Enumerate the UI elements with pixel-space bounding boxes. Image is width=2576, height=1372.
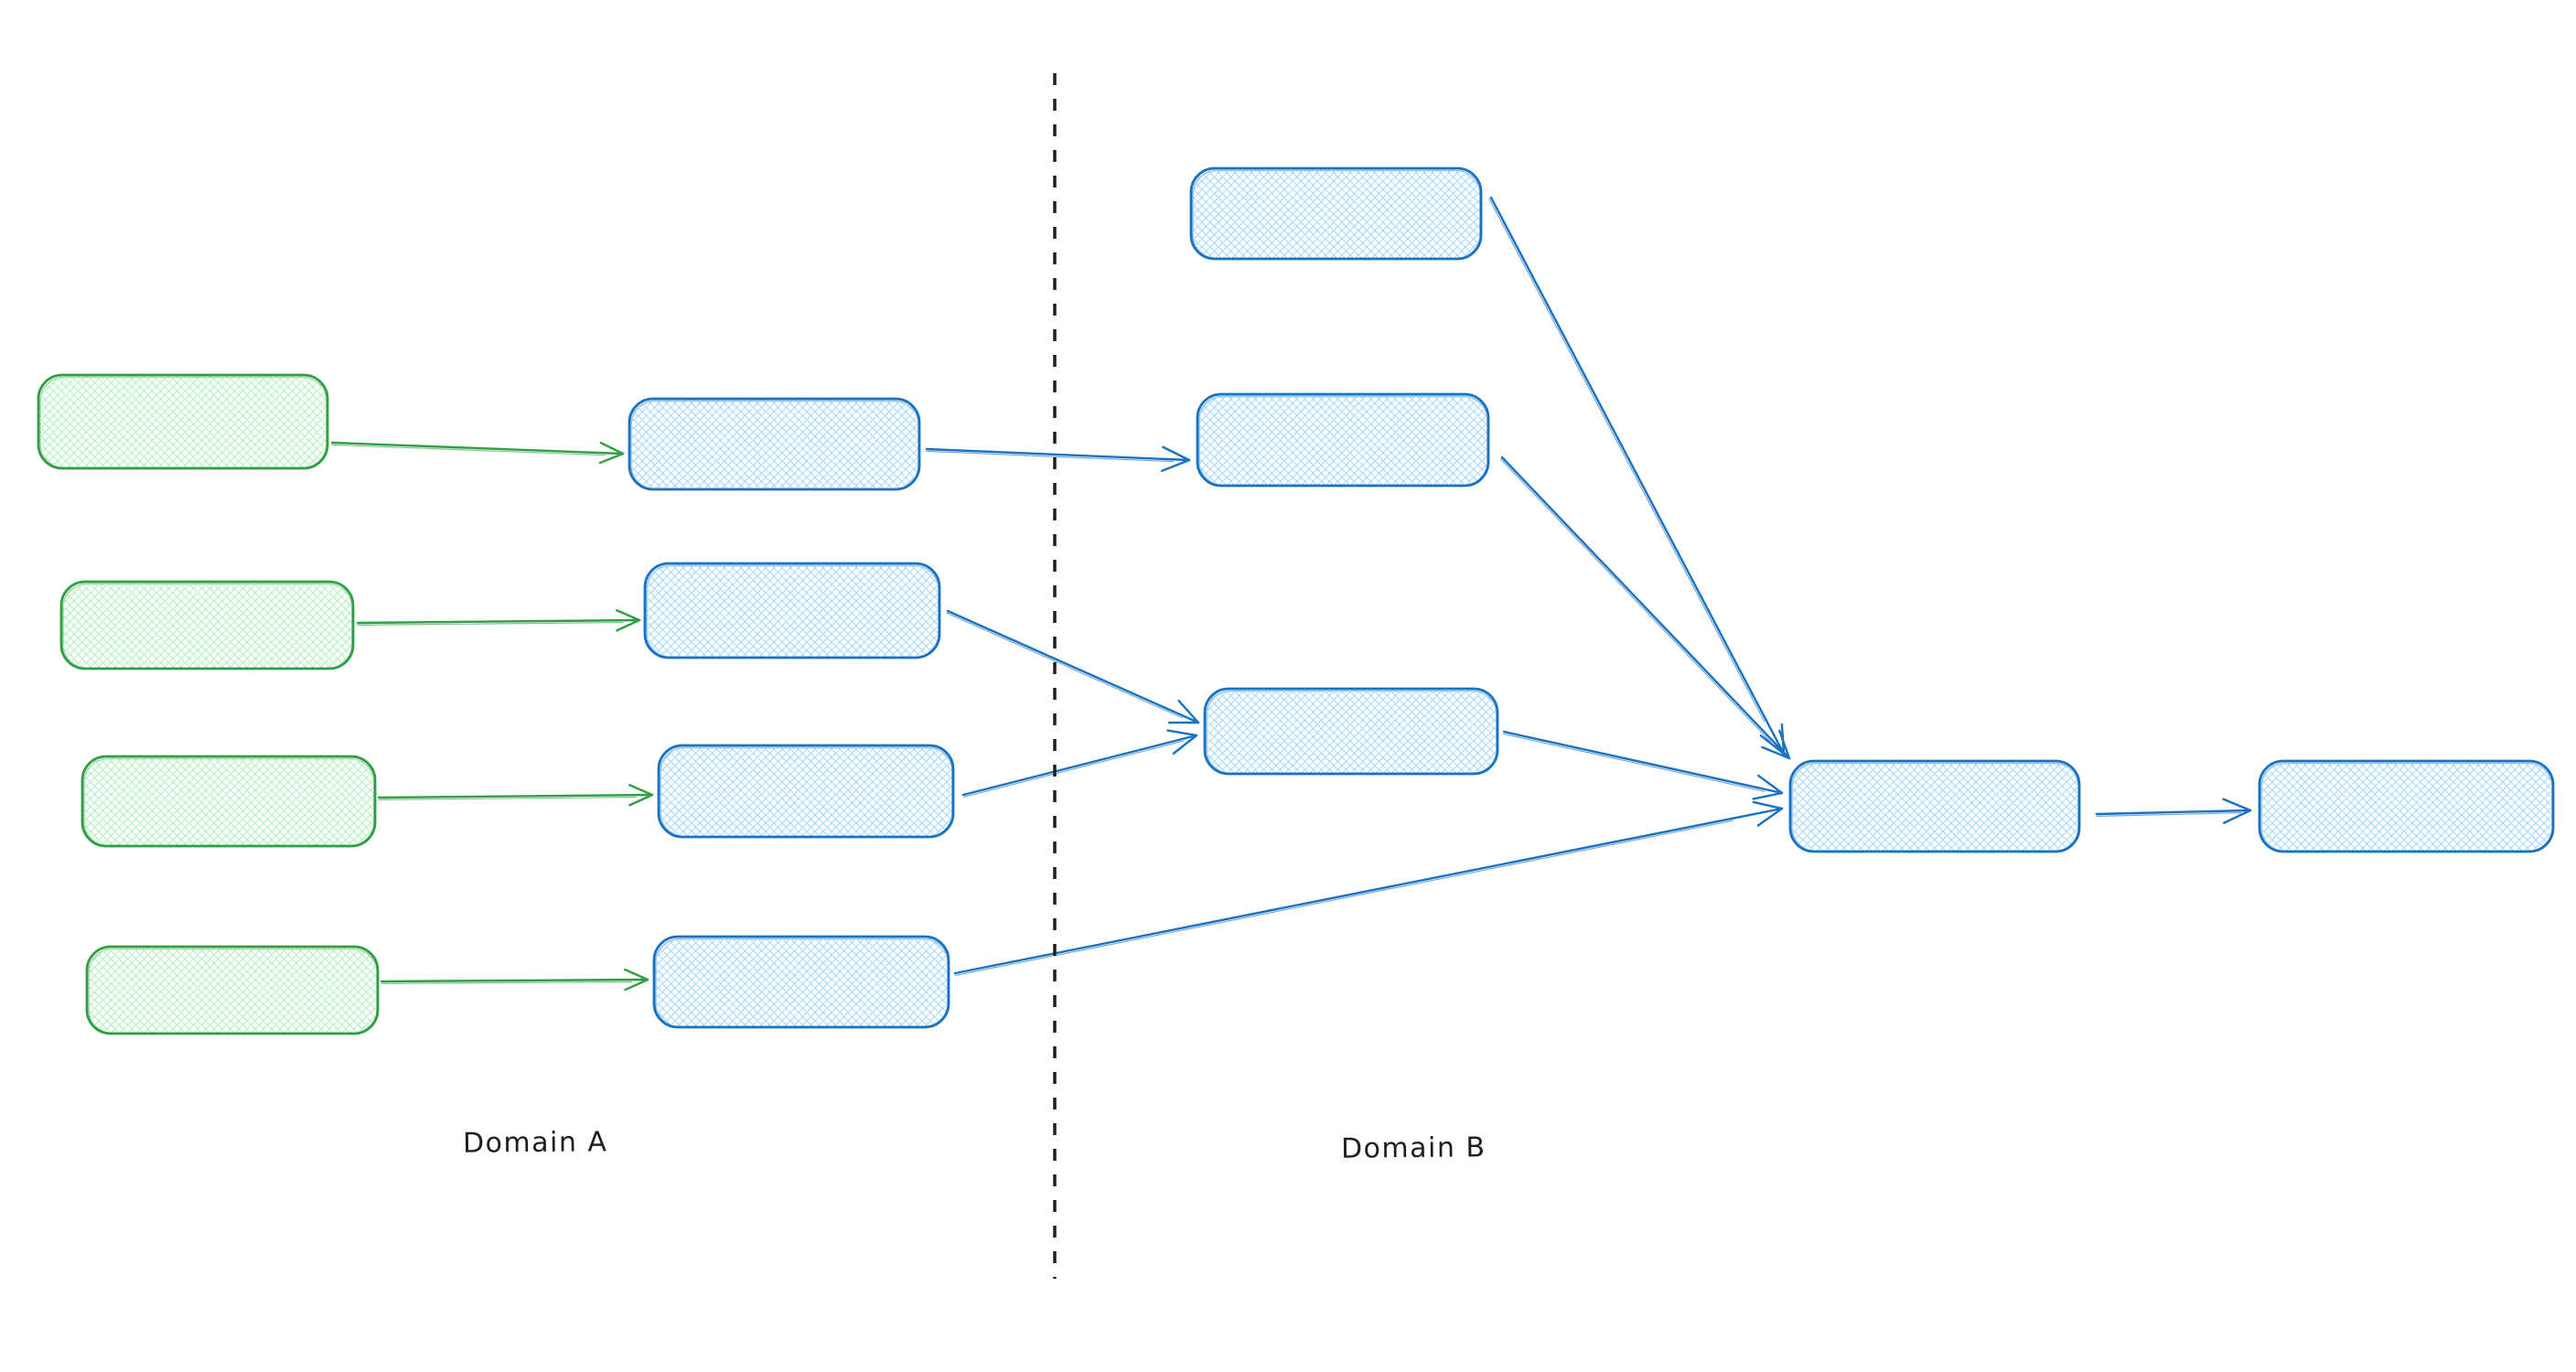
- node-right-box-2: [1196, 392, 1490, 488]
- edge-right3-hub-arrowhead-upper: [1757, 774, 1784, 795]
- edge-mid1-right2-arrowhead-lower: [1161, 458, 1191, 473]
- edge-green4-mid4-arrowhead-lower: [624, 978, 649, 991]
- node-green-box-4: [85, 945, 380, 1035]
- edge-green1-mid1-arrowhead-lower: [598, 452, 625, 465]
- edge-green1-mid1: [330, 441, 625, 465]
- edge-green3-mid3-shaft: [377, 793, 654, 799]
- mid-box-2-shape: [643, 562, 941, 659]
- node-mid-box-1: [628, 397, 921, 491]
- edge-mid1-right2: [925, 445, 1191, 473]
- edge-mid4-hub: [953, 800, 1784, 976]
- edge-right2-hub-arrowhead-lower: [1761, 745, 1791, 760]
- edge-green2-mid2: [356, 609, 641, 632]
- mid-box-3-shape: [657, 744, 955, 839]
- right-box-3-shape: [1203, 687, 1499, 776]
- hub-box-shape: [1788, 759, 2081, 853]
- edge-right3-hub-shaft: [1502, 730, 1784, 795]
- edge-green1-mid1-arrowhead-upper: [599, 441, 625, 456]
- edge-right2-hub-shaft: [1500, 456, 1791, 760]
- edge-green3-mid3-shaft-echo: [378, 796, 637, 800]
- edge-mid1-right2-shaft: [925, 447, 1191, 462]
- edge-mid2-right3-shaft: [946, 609, 1200, 724]
- edge-right1-hub-arrowhead-lower: [1759, 734, 1786, 756]
- edge-mid3-right3-arrowhead-lower: [1172, 734, 1198, 756]
- edge-mid3-right3-shaft-echo: [962, 740, 1184, 798]
- edge-green4-mid4-shaft: [380, 978, 649, 983]
- edge-right3-hub: [1502, 730, 1784, 800]
- node-hub-box: [1788, 759, 2081, 853]
- edge-mid2-right3-shaft-echo: [946, 612, 1184, 719]
- edge-right3-hub-arrowhead-lower: [1752, 791, 1784, 800]
- edge-green1-mid1-shaft: [330, 441, 625, 456]
- edge-mid4-hub-shaft: [953, 807, 1784, 975]
- node-output-box: [2258, 759, 2555, 853]
- edge-mid2-right3-arrowhead-upper: [1177, 699, 1200, 724]
- node-green-box-2: [59, 580, 355, 670]
- edge-mid4-hub-shaft-echo: [954, 820, 1733, 976]
- edge-right1-hub-shaft-echo: [1488, 198, 1766, 723]
- edge-right2-hub-shaft-echo: [1499, 458, 1772, 743]
- node-mid-box-3: [657, 744, 955, 839]
- node-mid-box-2: [643, 562, 941, 659]
- edge-green3-mid3-arrowhead-lower: [628, 793, 654, 807]
- green-box-2-shape: [59, 580, 355, 670]
- edge-mid4-hub-arrowhead-lower: [1756, 807, 1784, 827]
- edge-mid4-hub-arrowhead-upper: [1752, 800, 1784, 810]
- edge-green2-mid2-arrowhead-upper: [616, 609, 641, 622]
- edge-green4-mid4: [380, 968, 649, 991]
- edge-right2-hub: [1499, 456, 1791, 760]
- green-box-4-shape: [85, 945, 380, 1035]
- edge-mid3-right3-arrowhead-upper: [1166, 729, 1198, 737]
- mid-box-1-shape: [628, 397, 921, 491]
- node-right-box-1: [1189, 166, 1483, 261]
- edge-mid1-right2-arrowhead-upper: [1162, 445, 1191, 462]
- edge-green2-mid2-arrowhead-lower: [616, 618, 641, 632]
- domain-b-label: Domain B: [1340, 1131, 1487, 1165]
- edge-mid3-right3: [961, 729, 1198, 798]
- green-box-3-shape: [80, 755, 377, 848]
- edge-green3-mid3: [377, 784, 654, 807]
- edge-mid3-right3-shaft: [961, 734, 1198, 797]
- edge-green2-mid2-shaft: [356, 618, 641, 625]
- edge-hub-output-shaft: [2095, 809, 2252, 816]
- green-box-1-shape: [37, 373, 329, 470]
- edges-layer: [330, 196, 2252, 991]
- edge-green4-mid4-shaft-echo: [381, 981, 633, 984]
- node-green-box-1: [37, 373, 329, 470]
- domain-a-label: Domain A: [462, 1126, 608, 1160]
- node-green-box-3: [80, 755, 377, 848]
- edge-hub-output: [2095, 798, 2252, 824]
- edge-hub-output-shaft-echo: [2096, 812, 2242, 817]
- right-box-2-shape: [1196, 392, 1490, 488]
- edge-hub-output-arrowhead-upper: [2222, 798, 2252, 812]
- edge-right3-hub-shaft-echo: [1502, 733, 1766, 792]
- edge-mid1-right2-shaft-echo: [926, 450, 1175, 463]
- edge-green2-mid2-shaft-echo: [357, 621, 624, 626]
- edge-right1-hub-shaft: [1489, 196, 1786, 756]
- nodes-layer: [37, 166, 2555, 1035]
- edge-right2-hub-arrowhead-upper: [1778, 729, 1791, 760]
- node-right-box-3: [1203, 687, 1499, 776]
- edge-green4-mid4-arrowhead-upper: [624, 968, 649, 981]
- edge-mid2-right3: [946, 609, 1200, 724]
- output-box-shape: [2258, 759, 2555, 853]
- mid-box-4-shape: [652, 935, 950, 1029]
- node-mid-box-4: [652, 935, 950, 1029]
- edge-green3-mid3-arrowhead-upper: [628, 784, 654, 797]
- edge-right1-hub: [1488, 196, 1786, 756]
- edge-green1-mid1-shaft-echo: [331, 444, 606, 456]
- edge-hub-output-arrowhead-lower: [2222, 809, 2252, 824]
- right-box-1-shape: [1189, 166, 1483, 261]
